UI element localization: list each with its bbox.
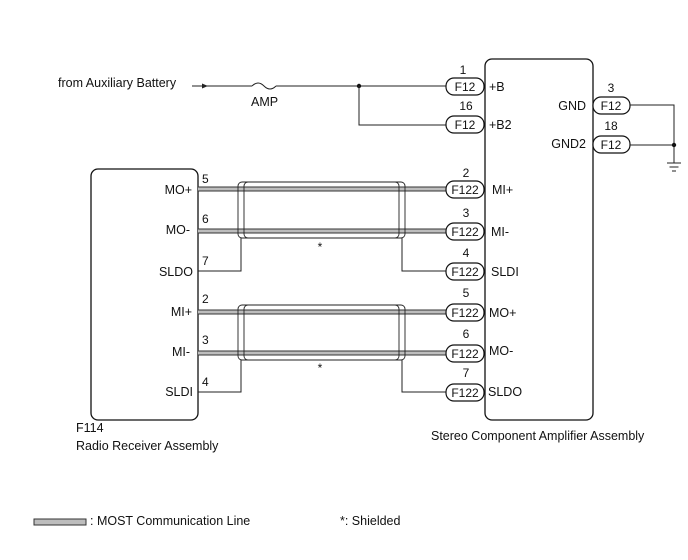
- most-pair-1: [198, 186, 446, 234]
- legend-most-line: : MOST Communication Line: [33, 514, 250, 528]
- svg-text:SLDI: SLDI: [165, 385, 193, 399]
- shield-mark-1: *: [318, 240, 323, 254]
- svg-text:F12: F12: [455, 118, 476, 132]
- amp-signal-pin-6: 6 F122 MO-: [445, 327, 513, 363]
- amp-power-pin-1: 1 F12 +B: [445, 63, 505, 96]
- svg-text:4: 4: [463, 246, 470, 260]
- fuse-label: AMP: [251, 95, 278, 109]
- svg-text:5: 5: [463, 286, 470, 300]
- svg-text:2: 2: [463, 166, 470, 180]
- svg-text:+B2: +B2: [489, 118, 512, 132]
- svg-text:F12: F12: [601, 138, 622, 152]
- shield-2: *: [198, 304, 446, 393]
- shield-mark-2: *: [318, 361, 323, 375]
- most-pair-2: [198, 309, 446, 356]
- svg-text:F122: F122: [451, 386, 479, 400]
- svg-text:MI-: MI-: [491, 225, 509, 239]
- svg-text:7: 7: [202, 254, 209, 268]
- svg-text:16: 16: [459, 99, 473, 113]
- svg-text:18: 18: [604, 119, 618, 133]
- svg-text:F122: F122: [451, 225, 479, 239]
- svg-text:6: 6: [202, 212, 209, 226]
- receiver-pin-4: 4 SLDI: [165, 375, 209, 399]
- svg-text:5: 5: [202, 172, 209, 186]
- fuse-icon: [251, 82, 277, 90]
- svg-text:3: 3: [608, 81, 615, 95]
- svg-text:F12: F12: [601, 99, 622, 113]
- source-label: from Auxiliary Battery: [58, 76, 177, 90]
- svg-text:GND2: GND2: [551, 137, 586, 151]
- ground-icon: [667, 162, 681, 172]
- ground-junction-dot: [671, 142, 677, 148]
- svg-text:MO+: MO+: [165, 183, 192, 197]
- receiver-pin-2: 2 MI+: [171, 292, 209, 319]
- amp-signal-pin-2: 2 F122 MI+: [445, 166, 513, 199]
- b2-wire: [358, 86, 446, 126]
- amplifier-box: [484, 58, 594, 421]
- amp-signal-pin-5: 5 F122 MO+: [445, 286, 516, 322]
- svg-text:3: 3: [463, 206, 470, 220]
- receiver-code: F114: [76, 421, 104, 435]
- svg-text:SLDO: SLDO: [159, 265, 193, 279]
- gnd-wire: [630, 104, 675, 163]
- amp-signal-pin-4: 4 F122 SLDI: [445, 246, 519, 281]
- receiver-box: [90, 168, 199, 421]
- svg-text:F122: F122: [451, 347, 479, 361]
- svg-text:MO-: MO-: [489, 344, 513, 358]
- svg-text:6: 6: [463, 327, 470, 341]
- svg-text:F122: F122: [451, 183, 479, 197]
- receiver-pin-7: 7 SLDO: [159, 254, 209, 279]
- svg-text:MI+: MI+: [492, 183, 513, 197]
- receiver-pin-6: 6 MO-: [166, 212, 209, 237]
- amp-signal-pin-3: 3 F122 MI-: [445, 206, 509, 241]
- svg-text:MO+: MO+: [489, 306, 516, 320]
- svg-text:4: 4: [202, 375, 209, 389]
- amp-power-pin-16: 16 F12 +B2: [445, 99, 512, 134]
- svg-text:7: 7: [463, 366, 470, 380]
- svg-text:F12: F12: [455, 80, 476, 94]
- svg-text:MO-: MO-: [166, 223, 190, 237]
- svg-text:GND: GND: [558, 99, 586, 113]
- svg-text:SLDO: SLDO: [488, 385, 522, 399]
- receiver-pin-3: 3 MI-: [172, 333, 209, 359]
- svg-text:1: 1: [460, 63, 467, 77]
- amp-ground-pin-3: 3 GND F12: [558, 81, 631, 115]
- svg-text:F122: F122: [451, 265, 479, 279]
- svg-text:F122: F122: [451, 306, 479, 320]
- receiver-pin-5: 5 MO+: [165, 172, 209, 197]
- svg-text:SLDI: SLDI: [491, 265, 519, 279]
- legend-shielded: *: Shielded: [340, 514, 401, 528]
- amp-signal-pin-7: 7 F122 SLDO: [445, 366, 522, 402]
- amplifier-name: Stereo Component Amplifier Assembly: [431, 429, 645, 443]
- svg-text:3: 3: [202, 333, 209, 347]
- svg-text:MI+: MI+: [171, 305, 192, 319]
- arrow-icon: [202, 83, 208, 89]
- svg-text:: MOST Communication Line: : MOST Communication Line: [90, 514, 250, 528]
- svg-text:2: 2: [202, 292, 209, 306]
- shield-1: *: [198, 181, 446, 272]
- receiver-name: Radio Receiver Assembly: [76, 439, 219, 453]
- svg-text:MI-: MI-: [172, 345, 190, 359]
- svg-text:+B: +B: [489, 80, 505, 94]
